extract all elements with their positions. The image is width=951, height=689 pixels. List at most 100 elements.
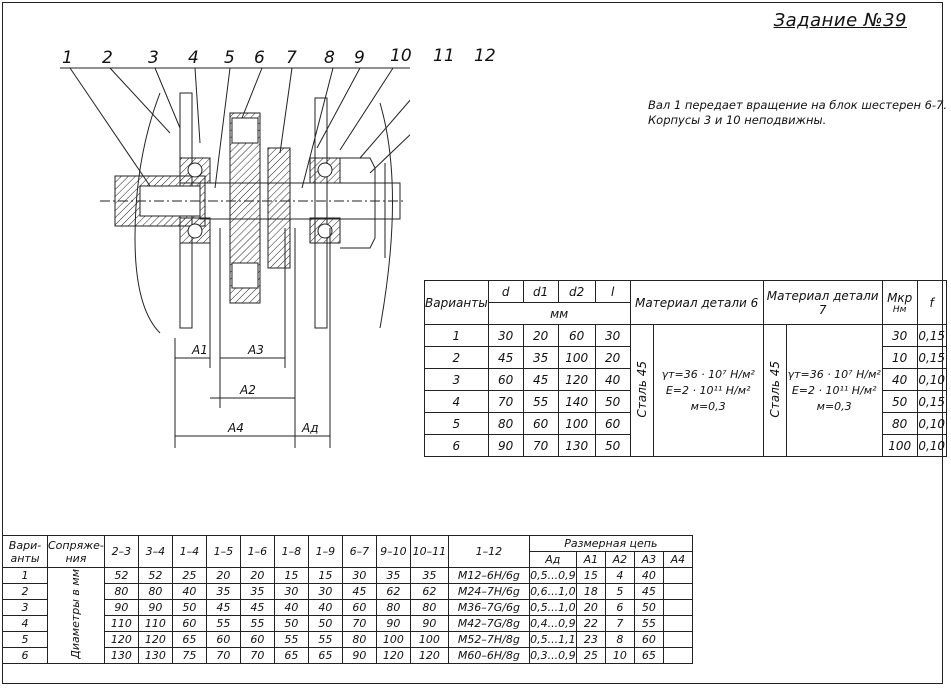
col-fit: 1–4 [171, 535, 207, 568]
table-row: 6 130 130 75 70 70 65 65 90 120 120 M60–… [2, 647, 693, 664]
cell: 20 [239, 567, 275, 584]
cell: M36–7G/6g [447, 599, 530, 616]
cell: 90 [341, 647, 377, 664]
cell [662, 583, 693, 600]
cell [662, 567, 693, 584]
table-row: 2 80 80 40 35 35 30 30 45 62 62 M24–7H/6… [2, 583, 693, 600]
cell-mkr: 40 [881, 368, 918, 391]
cell: 0,4...0,9 [528, 615, 577, 632]
mat7-prop-2: E=2 · 10¹¹ Н/м² [791, 383, 877, 397]
cell-mkr: 100 [881, 434, 918, 457]
cell-d1: 35 [522, 346, 559, 369]
cell: 120 [409, 647, 449, 664]
cell: 30 [273, 583, 309, 600]
callout-3: 3 [148, 48, 159, 68]
dim-a1: A1 [191, 343, 208, 357]
callout-2: 2 [102, 48, 113, 68]
table-row: 5 120 120 65 60 60 55 55 80 100 100 M52–… [2, 631, 693, 648]
cell-variant: 6 [424, 434, 489, 457]
assembly-drawing: 1 2 3 4 5 6 7 8 9 A1 A3 A2 A4 Aд [60, 48, 410, 448]
cell: 110 [137, 615, 173, 632]
mat6-prop-2: E=2 · 10¹¹ Н/м² [665, 383, 751, 397]
fit-label: Диаметры в мм [47, 567, 105, 664]
cell: 20 [575, 599, 606, 616]
cell: 30 [341, 567, 377, 584]
cell-d: 70 [487, 390, 524, 413]
cell: 18 [575, 583, 606, 600]
cell: 22 [575, 615, 606, 632]
cell: 52 [103, 567, 139, 584]
cell: 20 [205, 567, 241, 584]
cell: 45 [633, 583, 664, 600]
cell: M42–7G/8g [447, 615, 530, 632]
cell-mkr: 10 [881, 346, 918, 369]
cell-d2: 130 [557, 434, 596, 457]
cell: 80 [137, 583, 173, 600]
cell: 90 [375, 615, 411, 632]
cell: 80 [341, 631, 377, 648]
cell: 0,5...0,9 [528, 567, 577, 584]
cell-variant: 6 [2, 647, 48, 664]
cell: 35 [375, 567, 411, 584]
cell: 120 [103, 631, 139, 648]
callout-5: 5 [224, 48, 235, 68]
cell-variant: 3 [424, 368, 489, 391]
cell-f: 0,10 [916, 434, 947, 457]
cell: 60 [239, 631, 275, 648]
cell: 30 [307, 583, 343, 600]
cell: M60–6H/8g [447, 647, 530, 664]
cell: 15 [575, 567, 606, 584]
cell-d: 60 [487, 368, 524, 391]
material-7-name: Сталь 45 [762, 324, 787, 457]
cell-d1: 70 [522, 434, 559, 457]
cell: 62 [409, 583, 449, 600]
callout-12: 12 [474, 46, 496, 66]
cell: 90 [409, 615, 449, 632]
table-row: 1 30 20 60 30 Сталь 45 γт=36 · 10⁷ Н/м² … [424, 324, 947, 457]
cell-variant: 4 [424, 390, 489, 413]
cell: 80 [103, 583, 139, 600]
cell: 90 [103, 599, 139, 616]
callout-10: 10 [390, 46, 412, 66]
cell: 40 [633, 567, 664, 584]
mat6-prop-1: γт=36 · 10⁷ Н/м² [661, 367, 755, 381]
cell-d: 30 [487, 324, 524, 347]
cell-mkr: 50 [881, 390, 918, 413]
mat7-prop-3: м=0,3 [816, 399, 852, 413]
cell: 15 [273, 567, 309, 584]
cell: 70 [239, 647, 275, 664]
col-chain-a2: A2 [604, 551, 635, 568]
cell: 60 [171, 615, 207, 632]
cell: M24–7H/6g [447, 583, 530, 600]
col-chain-a1: A1 [575, 551, 606, 568]
cell-mkr: 30 [881, 324, 918, 347]
cell-variant: 3 [2, 599, 48, 616]
material-6-props: γт=36 · 10⁷ Н/м² E=2 · 10¹¹ Н/м² м=0,3 [652, 324, 764, 457]
cell-d1: 45 [522, 368, 559, 391]
cell: 100 [409, 631, 449, 648]
cell: 50 [307, 615, 343, 632]
cell: 130 [103, 647, 139, 664]
cell: 55 [239, 615, 275, 632]
cell: 130 [137, 647, 173, 664]
task-description: Вал 1 передает вращение на блок шестерен… [648, 98, 948, 128]
unit-mm: мм [487, 302, 631, 325]
cell: 80 [409, 599, 449, 616]
cell: 55 [273, 631, 309, 648]
col-d2: d2 [557, 280, 596, 303]
cell: 40 [273, 599, 309, 616]
cell: 6 [604, 599, 635, 616]
cell: 65 [273, 647, 309, 664]
table-row: 6 90 70 130 50 100 0,10 [424, 434, 947, 457]
callout-11: 11 [433, 46, 455, 66]
dim-a2: A2 [239, 383, 256, 397]
description-line-2: Корпусы 3 и 10 неподвижны. [648, 113, 827, 127]
cell: 25 [171, 567, 207, 584]
callout-7: 7 [286, 48, 297, 68]
cell-l: 20 [594, 346, 631, 369]
table-row: 1 Диаметры в мм 52 52 25 20 20 15 15 30 … [2, 567, 693, 664]
cell [662, 615, 693, 632]
cell-d1: 55 [522, 390, 559, 413]
cell: 60 [341, 599, 377, 616]
col-fit: 6–7 [341, 535, 377, 568]
